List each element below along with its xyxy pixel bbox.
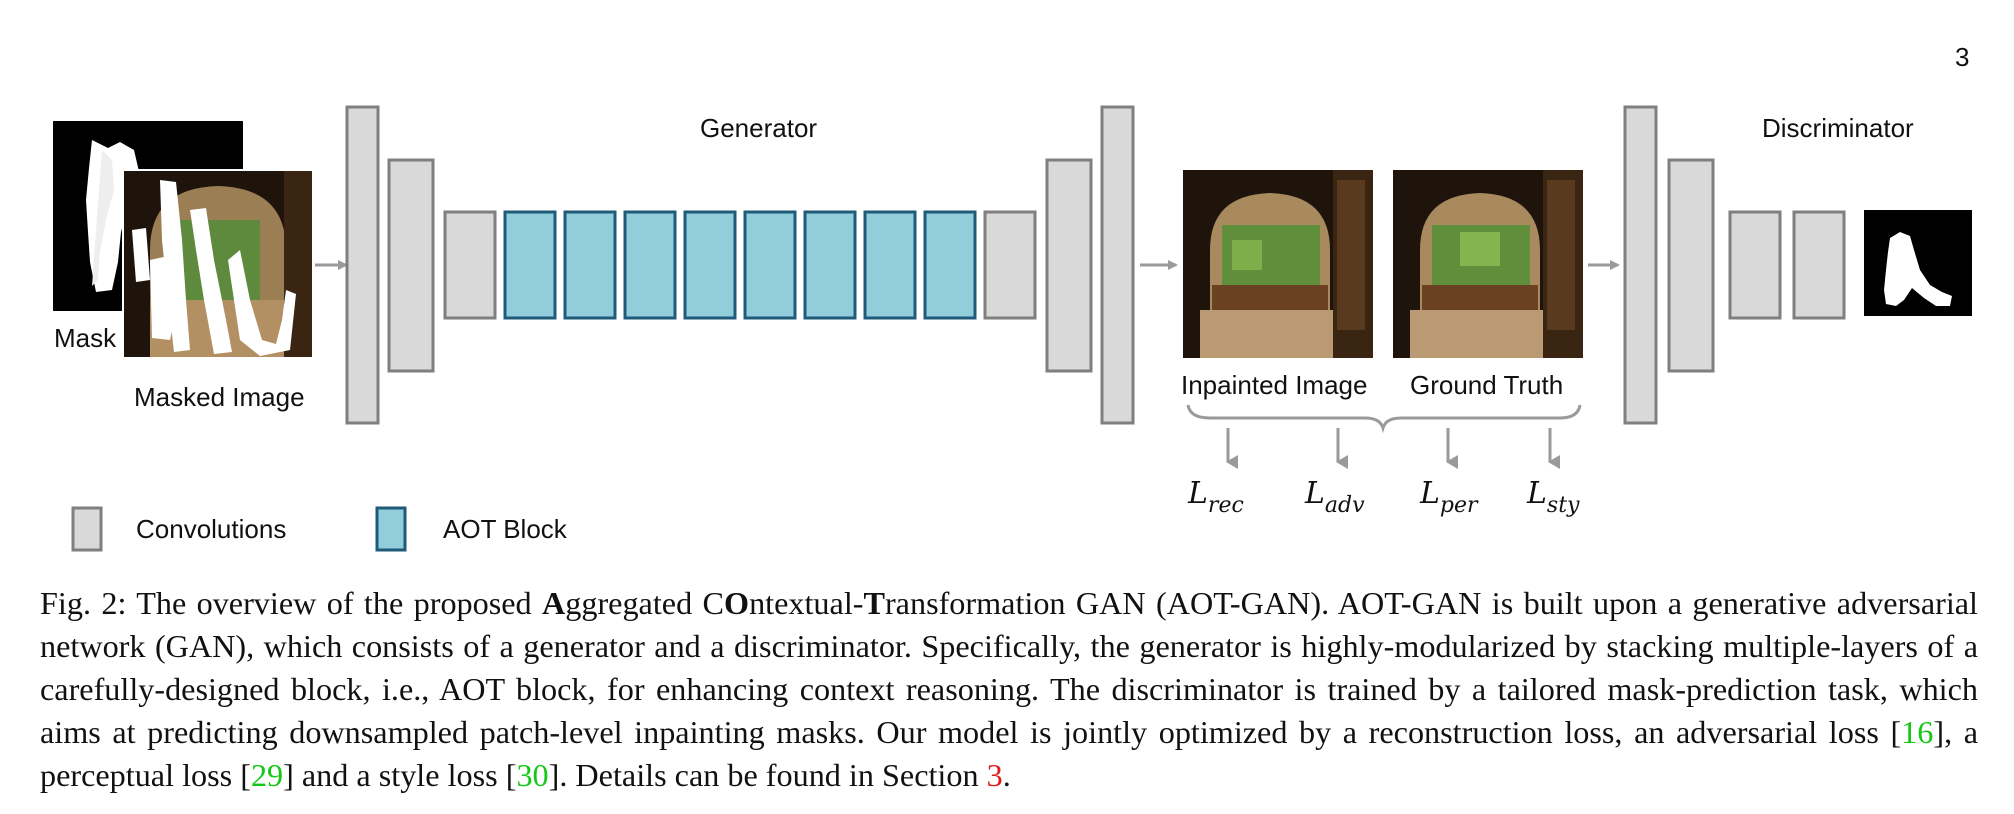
mask-label: Mask (54, 323, 119, 354)
gen-conv-2 (387, 158, 435, 373)
loss-per: Lper (1419, 476, 1479, 518)
inpainted-image-label: Inpainted Image (1181, 370, 1368, 400)
citation-link[interactable]: 29 (250, 757, 284, 793)
citation-link[interactable]: 30 (516, 757, 549, 793)
loss-sty: Lsty (1526, 476, 1580, 518)
legend-conv-swatch (71, 506, 103, 552)
loss-rec: Lrec (1187, 476, 1244, 518)
aot-block (623, 210, 677, 320)
masked-image (122, 169, 314, 359)
loss-adv: Ladv (1304, 476, 1365, 518)
gen-conv-5 (1045, 158, 1093, 373)
disc-conv-1 (1623, 105, 1658, 425)
aot-block (803, 210, 857, 320)
ground-truth-label: Ground Truth (1410, 370, 1564, 400)
gen-conv-1 (345, 105, 380, 425)
gen-conv-6 (1100, 105, 1135, 425)
disc-conv-2 (1667, 158, 1715, 373)
aot-block (563, 210, 617, 320)
masked-image-label: Masked Image (134, 382, 305, 412)
section-link[interactable]: 3 (986, 757, 1003, 793)
disc-conv-4 (1792, 210, 1846, 320)
legend-conv-label: Convolutions (136, 514, 287, 544)
predicted-mask (1864, 210, 1972, 316)
architecture-diagram: Lrec Ladv Lper Lsty (53, 105, 1972, 552)
aot-blocks (503, 210, 977, 320)
aot-block (683, 210, 737, 320)
ground-truth-image (1393, 170, 1583, 358)
disc-conv-3 (1728, 210, 1782, 320)
page-number: 3 (1955, 42, 1970, 72)
generator-label: Generator (700, 113, 818, 143)
legend-aot-label: AOT Block (443, 514, 567, 544)
gen-conv-3 (443, 210, 497, 320)
inpainted-image (1183, 170, 1373, 358)
discriminator-label: Discriminator (1762, 113, 1914, 143)
gen-conv-4 (983, 210, 1037, 320)
legend-aot-swatch (375, 506, 407, 552)
aot-block (863, 210, 917, 320)
loss-brace (1186, 404, 1582, 434)
figure-caption: Fig. 2: The overview of the proposed Agg… (40, 585, 1978, 793)
aot-block (503, 210, 557, 320)
citation-link[interactable]: 16 (1901, 714, 1934, 750)
aot-block (923, 210, 977, 320)
aot-block (743, 210, 797, 320)
